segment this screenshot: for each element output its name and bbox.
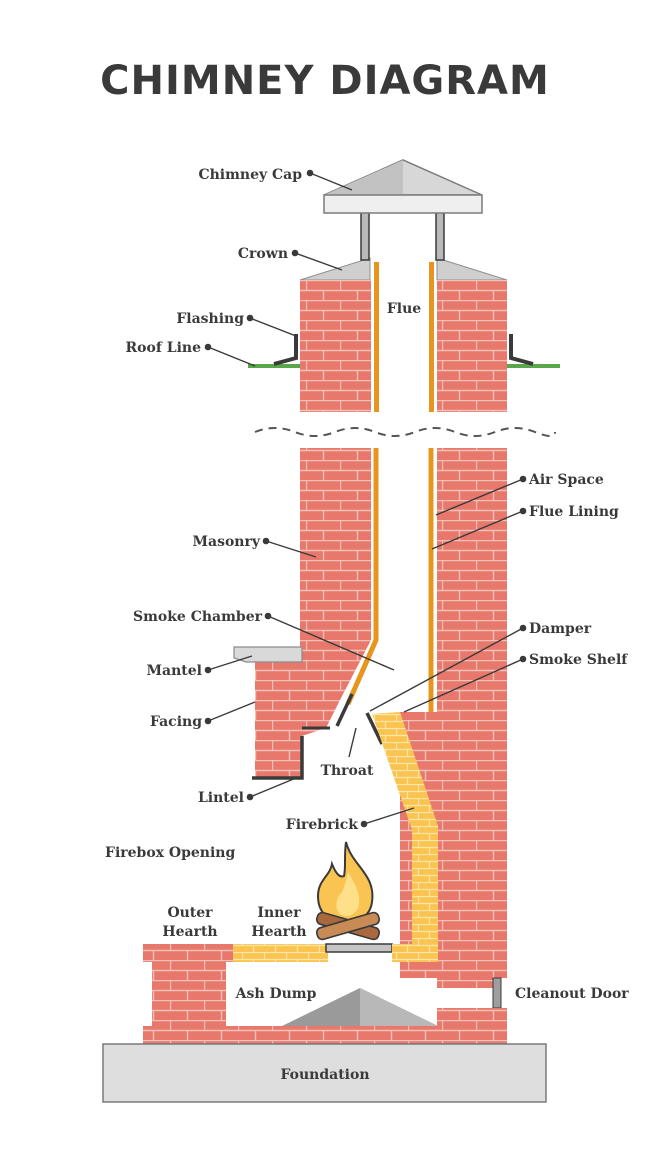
outer-hearth-top [143, 944, 233, 962]
diagram-title: CHIMNEY DIAGRAM [100, 58, 550, 104]
ash-pit-right-base [437, 1008, 507, 1028]
facing-bricks [255, 660, 326, 778]
mantel-shelf [233, 646, 303, 663]
label-crown: Crown [238, 246, 288, 262]
label-foundation: Foundation [280, 1067, 369, 1083]
logs-icon [315, 911, 381, 941]
crown-right [436, 257, 508, 281]
flue-lining-top-right [429, 262, 434, 412]
firebrick-wall [372, 712, 438, 944]
masonry-right [437, 448, 507, 978]
label-smoke-shelf: Smoke Shelf [529, 652, 628, 668]
inner-hearth-left [233, 944, 328, 962]
damper-right [365, 712, 384, 745]
crown-left [299, 257, 371, 281]
label-cleanout-door: Cleanout Door [515, 986, 629, 1002]
lintel-bar [252, 736, 304, 780]
cleanout-door [492, 977, 502, 1009]
label-outer-hearth-line1: Outer [167, 905, 213, 921]
label-firebrick: Firebrick [286, 817, 359, 833]
label-ash-dump: Ash Dump [235, 986, 317, 1002]
label-air-space: Air Space [528, 472, 604, 488]
label-firebox-opening: Firebox Opening [105, 845, 235, 861]
chimney-top-section [248, 159, 560, 412]
fire-group [315, 841, 381, 941]
flashing-left [273, 334, 298, 366]
label-damper: Damper [529, 621, 592, 637]
masonry-left [300, 448, 371, 728]
masonry-top-left [300, 280, 371, 412]
ash-pit-right-wall [437, 978, 493, 988]
label-outer-hearth-line2: Hearth [162, 924, 217, 940]
cap-post-left [360, 211, 370, 261]
label-mantel: Mantel [147, 663, 202, 679]
ash-dump-grate [325, 943, 393, 953]
inner-hearth-right [392, 944, 438, 962]
label-roof-line: Roof Line [126, 340, 202, 356]
label-smoke-chamber: Smoke Chamber [133, 609, 263, 625]
label-lintel: Lintel [198, 790, 244, 806]
leader-lines [204, 169, 527, 828]
ash-pile-shade [360, 988, 438, 1026]
chimney-cap-base [323, 194, 483, 214]
base-brick-course [143, 1026, 507, 1044]
flue-lining-top-left [374, 262, 379, 412]
flashing-right [509, 334, 534, 366]
masonry-top-right [437, 280, 507, 412]
label-flue-lining: Flue Lining [529, 504, 619, 520]
outer-hearth-support [152, 962, 226, 1028]
label-flue: Flue [387, 301, 421, 317]
section-break-line [254, 427, 556, 437]
foundation-slab [102, 1043, 547, 1103]
label-masonry: Masonry [193, 534, 261, 550]
cap-post-right [435, 211, 445, 261]
label-facing: Facing [150, 714, 202, 730]
damper-left [335, 693, 354, 727]
label-flashing: Flashing [176, 311, 244, 327]
label-inner-hearth-line2: Hearth [251, 924, 306, 940]
chimney-main-section [102, 448, 547, 1103]
labels: Chimney Cap Crown Flue Flashing Roof Lin… [105, 167, 629, 1083]
label-chimney-cap: Chimney Cap [198, 167, 302, 183]
label-inner-hearth-line1: Inner [257, 905, 301, 921]
flame-core [336, 872, 360, 916]
label-throat: Throat [321, 763, 374, 779]
flue-lining-left [345, 448, 379, 706]
